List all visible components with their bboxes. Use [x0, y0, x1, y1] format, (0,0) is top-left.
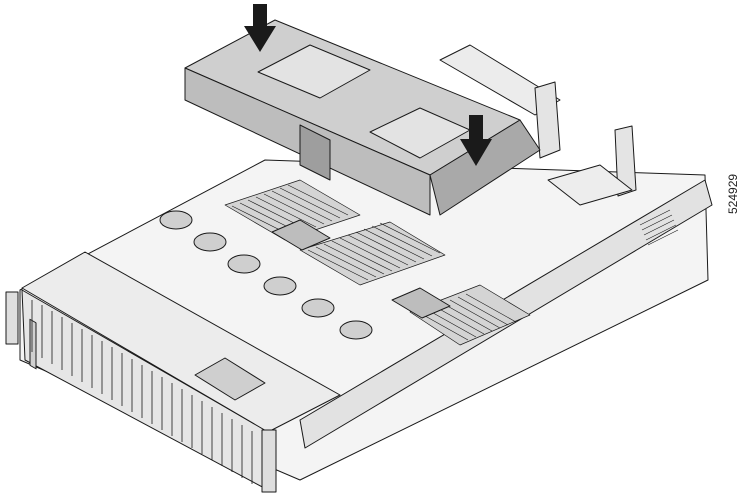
vent-lines: [639, 209, 679, 246]
dimm-bank-left: [224, 179, 361, 241]
fan: [193, 232, 227, 252]
air-duct-right-skirt: [429, 119, 541, 216]
dimm-banks: [224, 179, 531, 346]
drive-slot-lines: [31, 300, 253, 484]
fan: [159, 210, 193, 230]
down-arrow-icon: [244, 4, 276, 52]
drive-bays: [29, 318, 37, 370]
dimm-lines: [231, 184, 517, 341]
drive-bay: [29, 318, 37, 370]
figure-number: 524929: [726, 173, 740, 214]
fan-modules: [159, 210, 373, 340]
drive-bay-slots: [31, 300, 253, 484]
down-arrow-icon: [460, 115, 492, 166]
rear-bracket-tall: [534, 81, 561, 159]
rear-bracket-right: [614, 125, 637, 197]
fan: [339, 320, 373, 340]
rear-riser-bracket: [439, 44, 561, 116]
cpu-heatsink-2: [391, 287, 451, 319]
left-rack-ear: [5, 291, 19, 345]
right-rack-ear: [261, 429, 277, 493]
front-cover-label: [194, 357, 266, 401]
dimm-line-set: [231, 184, 517, 341]
dimm-bank-right: [409, 284, 531, 346]
air-duct-panel-left: [257, 44, 371, 99]
fan: [263, 276, 297, 296]
fan: [227, 254, 261, 274]
riser-card: [547, 164, 633, 206]
cpu-heatsink-1: [271, 219, 331, 251]
air-duct: [184, 19, 541, 216]
fan: [301, 298, 335, 318]
air-duct-inner-wall: [299, 124, 331, 181]
front-top-cover: [21, 251, 341, 433]
dimm-bank-center: [299, 221, 446, 286]
rear-vent-grille: [639, 209, 679, 246]
